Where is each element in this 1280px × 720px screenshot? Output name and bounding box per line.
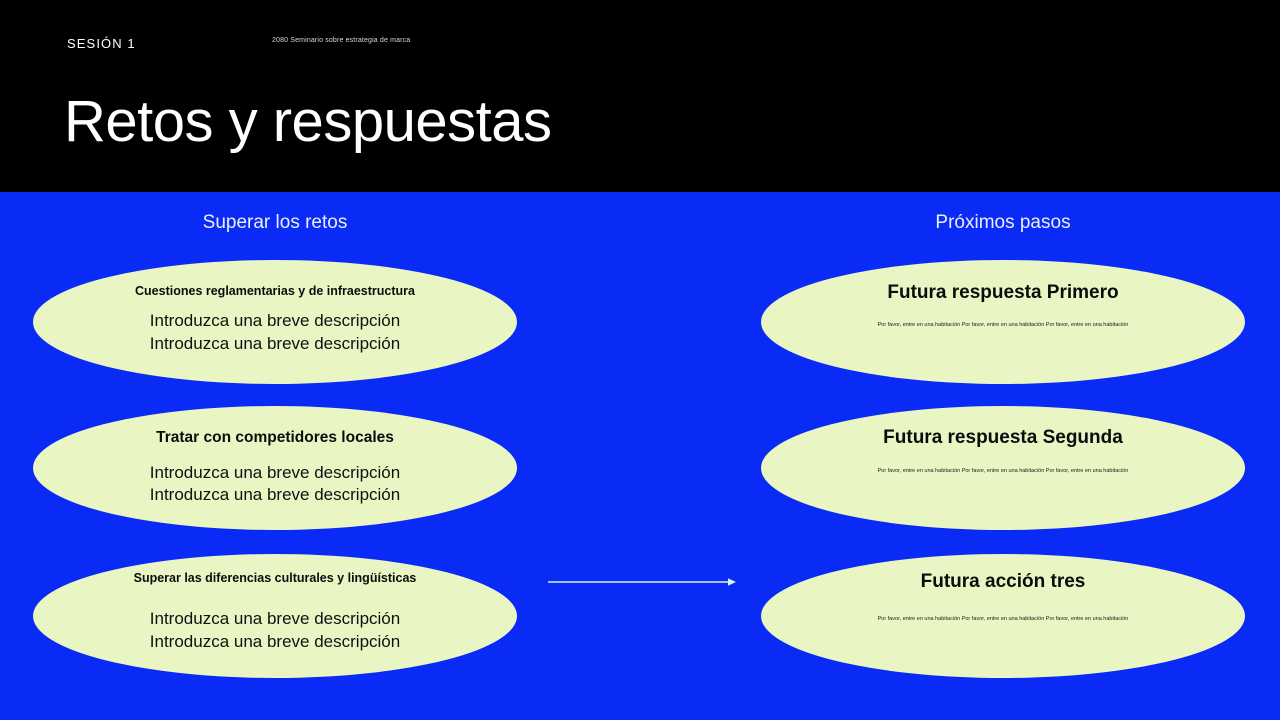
challenge-title: Tratar con competidores locales [156, 429, 394, 446]
challenge-ellipse[interactable]: Superar las diferencias culturales y lin… [33, 554, 517, 678]
challenge-description-line: Introduzca una breve descripción [149, 609, 401, 628]
challenge-description-line: Introduzca una breve descripción [149, 462, 401, 482]
next-step-ellipse[interactable]: Futura acción tres Por favor, entre en u… [761, 554, 1245, 678]
challenge-title: Cuestiones reglamentarias y de infraestr… [135, 284, 415, 298]
seminar-label: 2080 Seminario sobre estrategia de marca [272, 37, 411, 44]
challenge-description-line: Introduzca una breve descripción [149, 333, 401, 353]
header-band: SESIÓN 1 2080 Seminario sobre estrategia… [0, 0, 1280, 192]
next-step-ellipse[interactable]: Futura respuesta Segunda Por favor, entr… [761, 406, 1245, 530]
challenge-ellipse[interactable]: Tratar con competidores locales Introduz… [33, 406, 517, 530]
challenge-description-line: Introduzca una breve descripción [149, 311, 401, 330]
column-heading-next-steps: Próximos pasos [935, 212, 1071, 233]
next-step-description: Por favor, entre en una habitación Por f… [877, 467, 1129, 474]
content-row: Tratar con competidores locales Introduz… [0, 406, 1280, 531]
challenge-description: Introduzca una breve descripción Introdu… [150, 310, 400, 355]
column-heading-challenges: Superar los retos [202, 212, 348, 233]
next-step-description: Por favor, entre en una habitación Por f… [877, 321, 1129, 328]
next-step-title: Futura respuesta Primero [887, 282, 1119, 303]
challenge-description-line: Introduzca una breve descripción [149, 485, 401, 505]
next-step-title: Futura respuesta Segunda [883, 427, 1123, 448]
challenge-title: Superar las diferencias culturales y lin… [133, 571, 417, 585]
content-row: Superar las diferencias culturales y lin… [0, 554, 1280, 679]
next-step-description: Por favor, entre en una habitación Por f… [877, 615, 1129, 622]
arrow-right-icon [548, 578, 736, 586]
next-step-title: Futura acción tres [920, 571, 1086, 592]
challenge-description: Introduzca una breve descripción Introdu… [150, 608, 400, 653]
session-label: SESIÓN 1 [67, 36, 136, 51]
challenge-description-line: Introduzca una breve descripción [149, 631, 401, 651]
challenge-description: Introduzca una breve descripción Introdu… [150, 462, 400, 507]
page-title: Retos y respuestas [64, 89, 552, 154]
content-row: Cuestiones reglamentarias y de infraestr… [0, 260, 1280, 586]
challenge-ellipse[interactable]: Cuestiones reglamentarias y de infraestr… [33, 260, 517, 384]
next-step-ellipse[interactable]: Futura respuesta Primero Por favor, entr… [761, 260, 1245, 384]
